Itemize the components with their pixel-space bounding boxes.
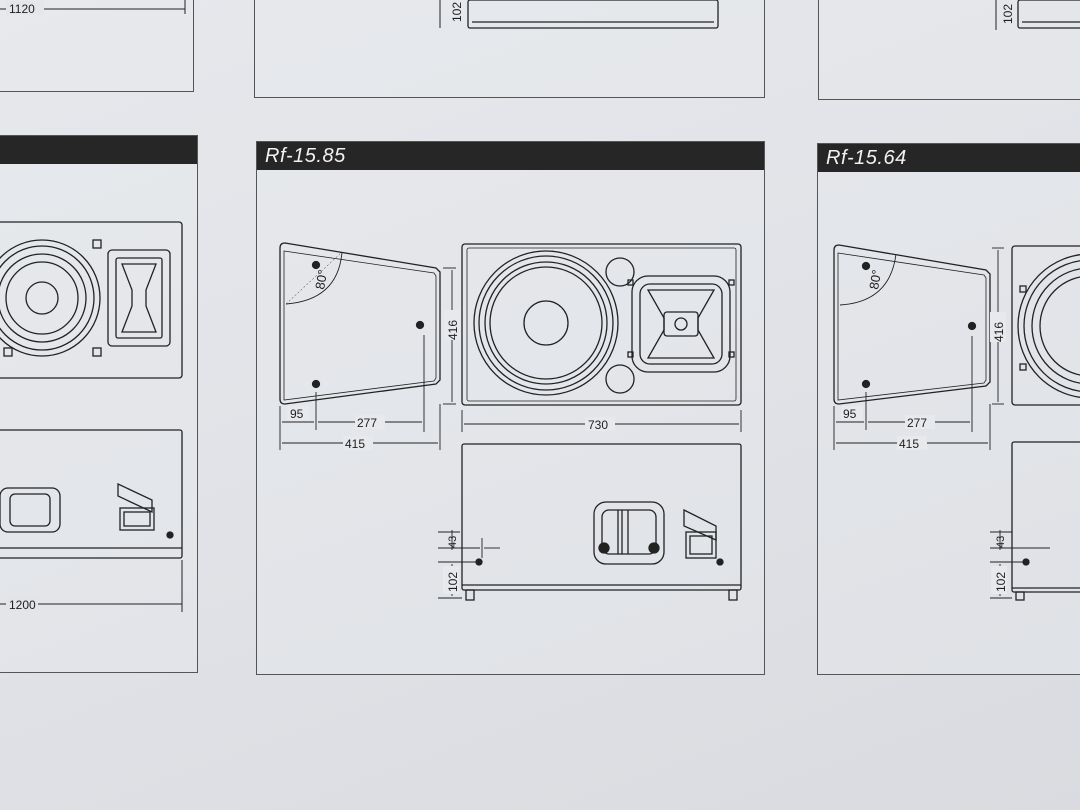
rf-15-64-front-view-partial bbox=[1011, 245, 1080, 406]
dimension-416-rf-15-64: 416 bbox=[992, 322, 1006, 342]
dimension-102: 102 bbox=[446, 572, 460, 592]
rf-15-64-side-dimensions: 416 95 277 415 bbox=[833, 247, 1006, 451]
panel-title-rf-15-85: Rf-15.85 bbox=[257, 142, 764, 170]
dimension-730: 730 bbox=[588, 418, 608, 432]
top-right-remnant: 102 bbox=[995, 0, 1080, 30]
dimension-102-top-right: 102 bbox=[1001, 4, 1015, 24]
angle-80-degrees-rf-15-64: 80° bbox=[866, 269, 884, 291]
port-upper bbox=[605, 257, 635, 287]
rf-15-85-rear-dimensions: 43 102 bbox=[438, 530, 500, 599]
rf-15-85-side-dimensions: 416 95 277 415 bbox=[279, 267, 460, 451]
dimension-1120: 1120 bbox=[9, 2, 35, 16]
dimension-277: 277 bbox=[357, 416, 377, 430]
rf-15-85-side-profile: 80° bbox=[279, 242, 441, 405]
panel-left-partial bbox=[0, 135, 198, 673]
left-front-view bbox=[0, 221, 183, 379]
panel-rf-15-85: Rf-15.85 bbox=[256, 141, 765, 675]
panel-top-left-partial bbox=[0, 0, 194, 92]
horn-compression-driver bbox=[627, 275, 735, 373]
top-left-dimension: 1120 bbox=[0, 0, 186, 16]
panel-left-header bbox=[0, 136, 197, 164]
dimension-415-rf-15-64: 415 bbox=[899, 437, 919, 451]
dimension-416: 416 bbox=[446, 320, 460, 340]
dimension-43: 43 bbox=[447, 536, 459, 548]
dimension-102-top-center: 102 bbox=[450, 2, 464, 22]
dimension-277-rf-15-64: 277 bbox=[907, 416, 927, 430]
panel-top-right-partial bbox=[818, 0, 1080, 100]
port-lower bbox=[605, 364, 635, 394]
dimension-1200: 1200 bbox=[9, 598, 36, 612]
dimension-102-rf-15-64: 102 bbox=[994, 572, 1008, 592]
angle-80-degrees: 80° bbox=[312, 269, 330, 291]
rf-15-85-front-view bbox=[461, 243, 742, 406]
dimension-95-rf-15-64: 95 bbox=[843, 407, 857, 421]
dimension-95: 95 bbox=[290, 407, 304, 421]
left-side-view: 1200 bbox=[0, 429, 183, 612]
rf-15-85-front-dimension: 730 bbox=[461, 410, 742, 432]
woofer-15-inch bbox=[473, 250, 619, 396]
top-center-remnant: 102 bbox=[439, 0, 719, 29]
dimension-415: 415 bbox=[345, 437, 365, 451]
dimension-43-rf-15-64: 43 bbox=[995, 536, 1007, 548]
rf-15-85-rear-view bbox=[461, 443, 742, 601]
rf-15-64-rear-view-partial: 43 102 bbox=[990, 441, 1080, 601]
panel-title-rf-15-64: Rf-15.64 bbox=[818, 144, 1080, 172]
panel-top-center-partial bbox=[254, 0, 765, 98]
handle-and-input-plate bbox=[593, 501, 665, 565]
rf-15-64-side-profile: 80° bbox=[833, 244, 991, 405]
